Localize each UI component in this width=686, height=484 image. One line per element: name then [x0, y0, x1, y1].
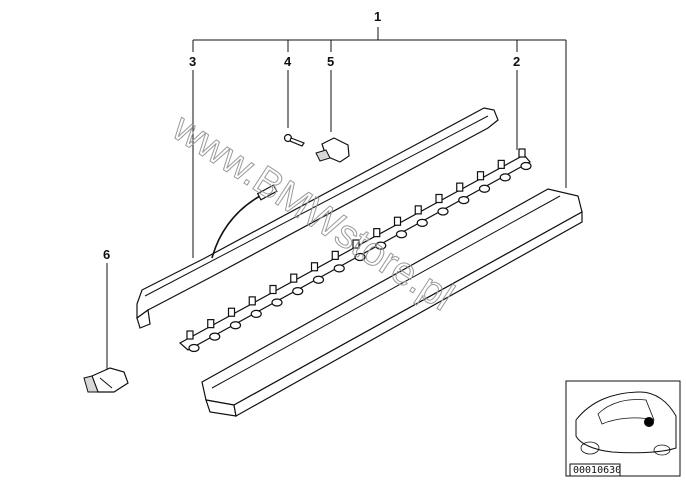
led-bulb — [497, 159, 511, 182]
led-bulb — [352, 239, 366, 262]
callout-1: 1 — [374, 9, 381, 24]
led-bulb — [331, 250, 345, 273]
part-3-light-housing — [136, 107, 499, 329]
part-4-screw — [283, 133, 305, 147]
callout-6: 6 — [103, 247, 110, 262]
part-2-led-strip — [178, 148, 532, 353]
leader-lines — [106, 27, 567, 370]
led-bulb — [518, 148, 532, 171]
callout-3: 3 — [189, 54, 196, 69]
led-bulb — [310, 262, 325, 284]
led-bulb — [269, 284, 283, 307]
part-5-holder — [315, 137, 350, 163]
part-1-lens-cover — [201, 188, 583, 417]
location-marker-icon — [644, 417, 654, 427]
led-bulb — [248, 296, 262, 318]
led-bulb — [186, 330, 200, 353]
part-6-bulb — [83, 367, 129, 393]
led-bulb — [414, 205, 428, 227]
vehicle-thumbnail: 00010630 — [565, 380, 681, 477]
led-bulb — [227, 307, 242, 330]
callout-4: 4 — [284, 54, 292, 69]
callout-5: 5 — [327, 54, 334, 69]
led-bulb — [393, 216, 408, 239]
led-bulb — [435, 193, 449, 216]
led-bulb — [373, 228, 387, 250]
led-bulb — [290, 273, 304, 296]
callout-2: 2 — [513, 54, 520, 69]
led-bulb — [207, 319, 221, 341]
led-bulb — [456, 182, 470, 205]
led-bulb — [476, 171, 491, 193]
diagram-ref-code: 00010630 — [573, 465, 621, 476]
